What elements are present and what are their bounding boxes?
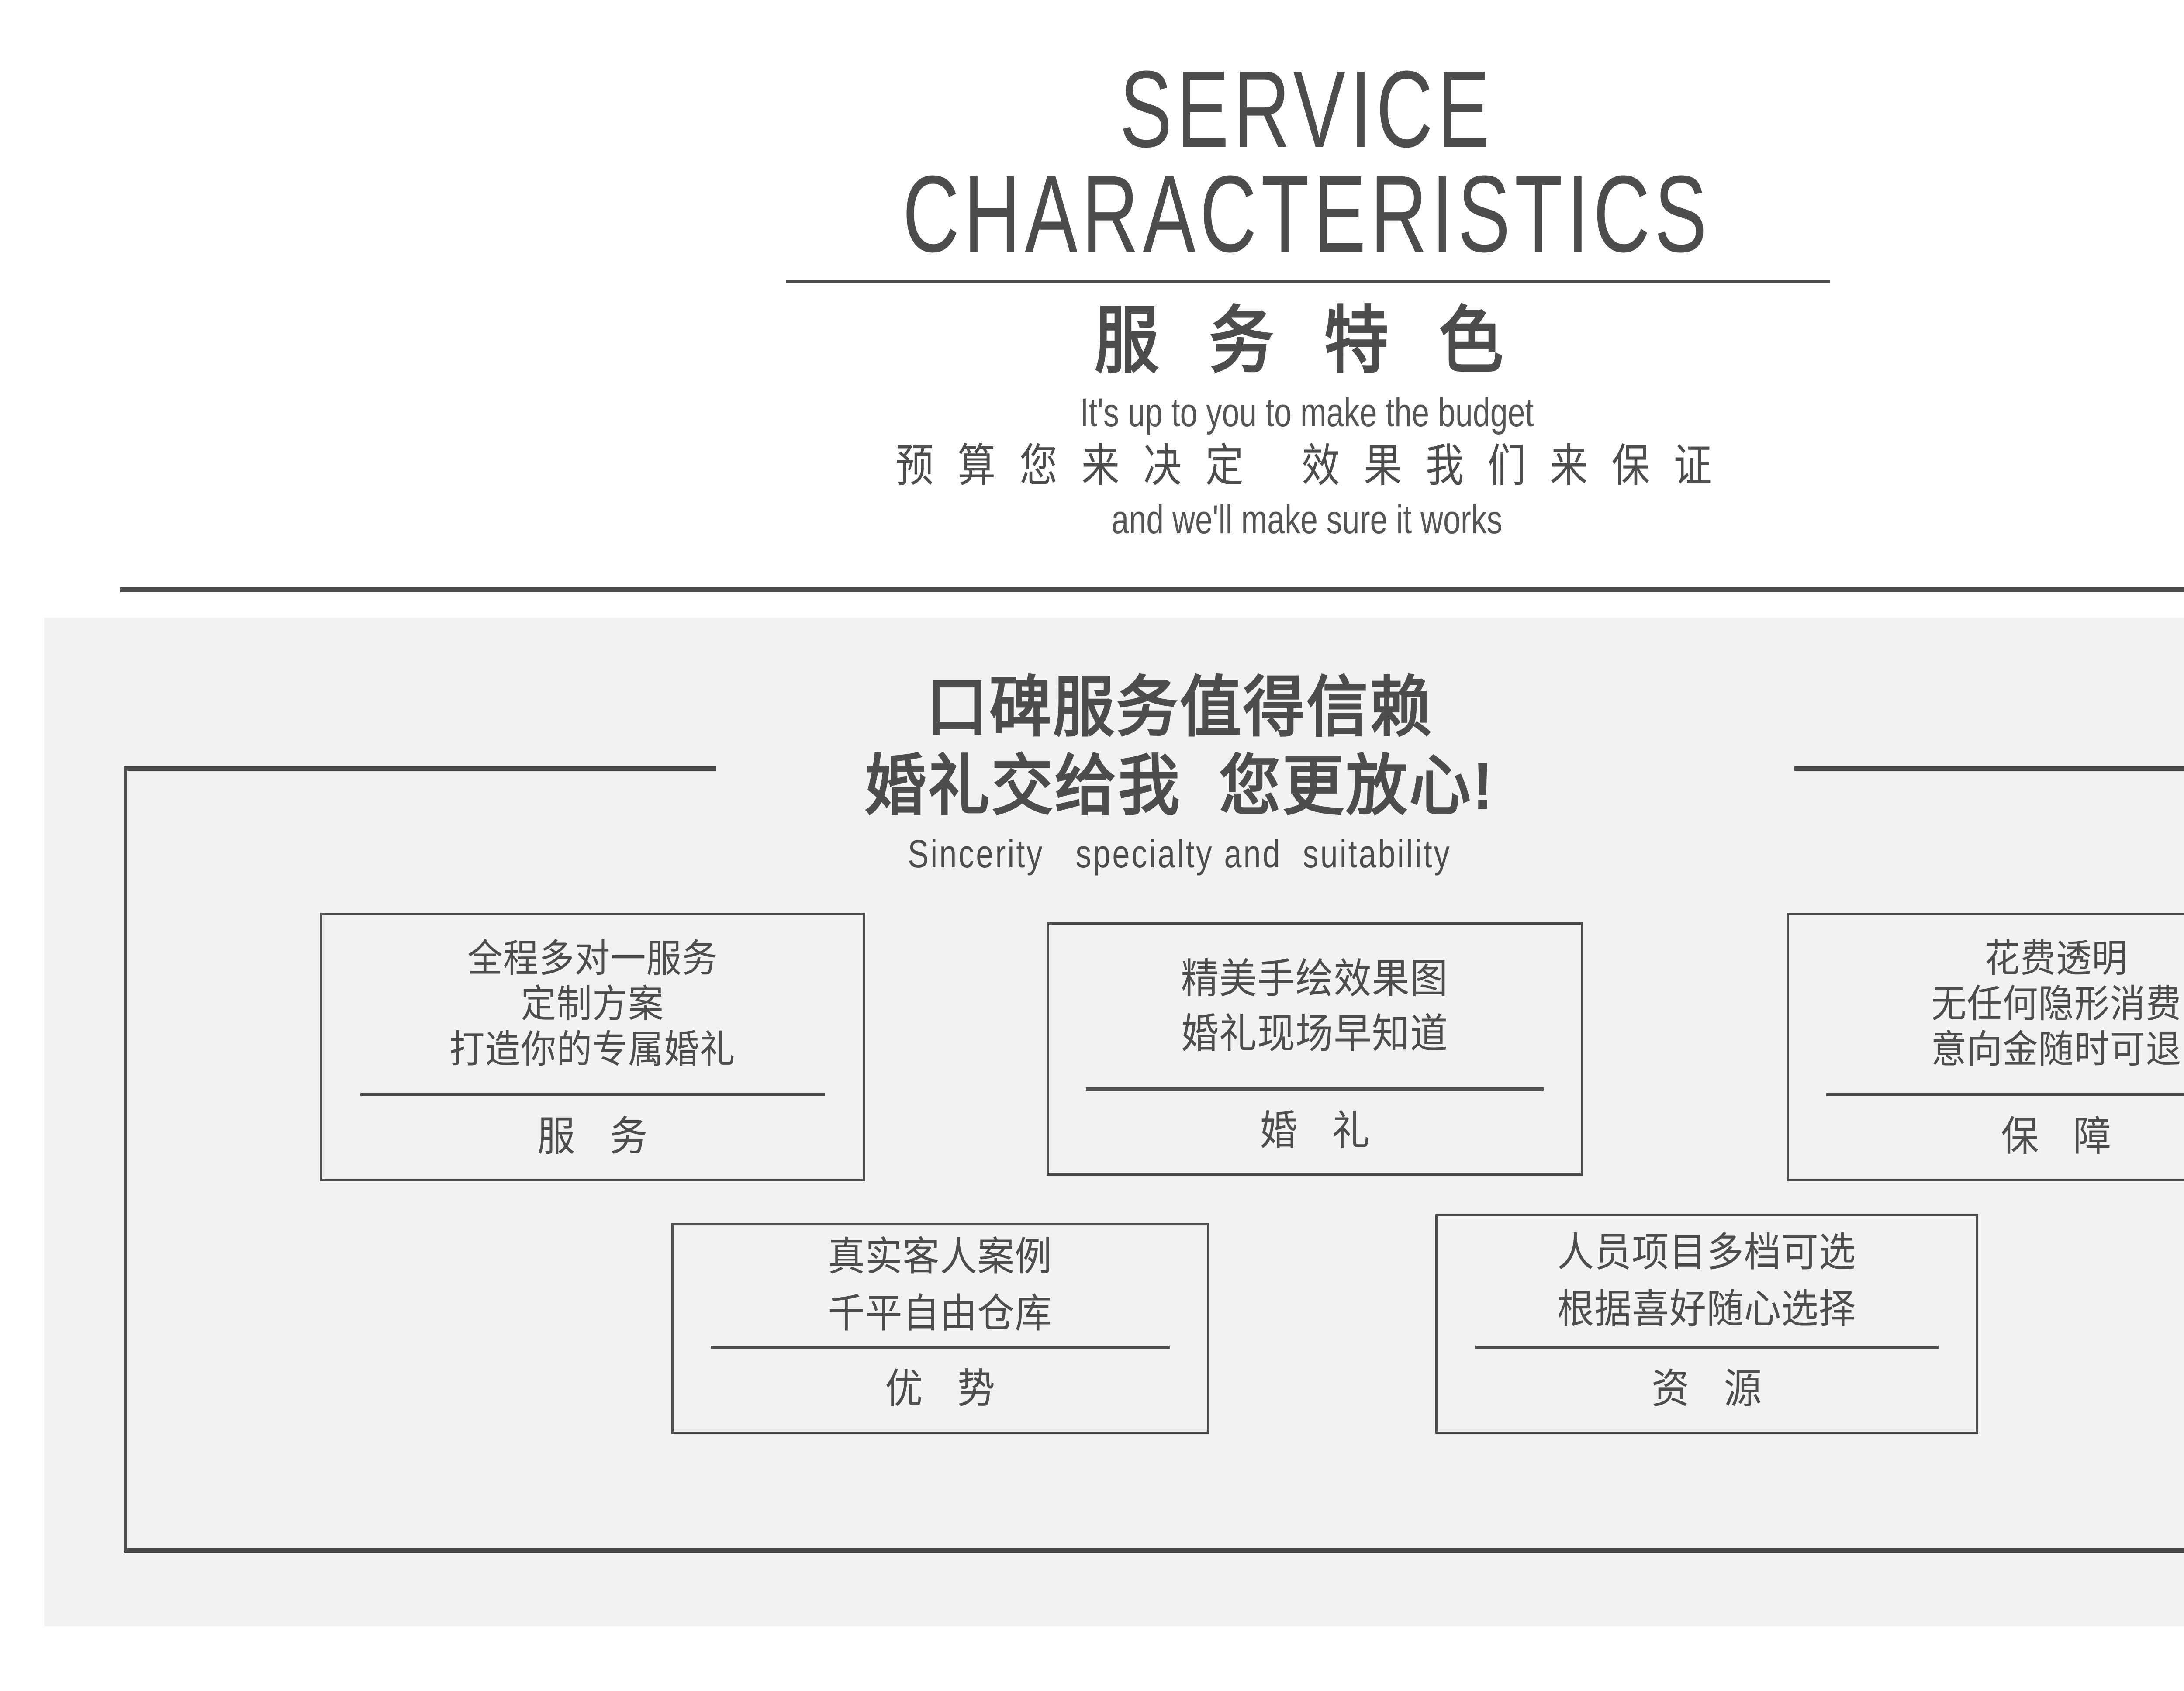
feature-card-text-block: 全程多对一服务 定制方案 打造你的专属婚礼: [322, 915, 863, 1093]
frame-top-left-segment: [124, 766, 716, 771]
frame-left-edge: [124, 766, 127, 1553]
feature-card-tag: 保 障: [2001, 1113, 2124, 1159]
feature-card-tag: 服 务: [537, 1113, 660, 1159]
english-title-line-2: CHARACTERISTICS: [902, 153, 1711, 275]
feature-card-divider: [1475, 1346, 1939, 1349]
page-header: SERVICE CHARACTERISTICS 服 务 特 色 It's up …: [0, 0, 2184, 618]
feature-card-tag: 婚 礼: [1259, 1108, 1382, 1153]
panel-headline-block: 口碑服务值得信赖 婚礼交给我 您更放心! Sincerity specialty…: [44, 668, 2184, 875]
english-title-line-1: SERVICE: [1120, 48, 1494, 170]
frame-top-right-segment: [1794, 766, 2184, 771]
feature-card-line: 千平自由仓库: [828, 1291, 1053, 1336]
feature-card-line: 婚礼现场早知道: [1181, 1010, 1448, 1056]
feature-card-text-block: 花费透明 无任何隐形消费 意向金随时可退: [1789, 915, 2184, 1093]
feature-card-service[interactable]: 全程多对一服务 定制方案 打造你的专属婚礼 服 务: [320, 913, 865, 1181]
feature-card-text-block: 精美手绘效果图 婚礼现场早知道: [1049, 925, 1581, 1087]
feature-card-line: 无任何隐形消费: [1931, 982, 2182, 1025]
feature-card-line: 人员项目多档可选: [1557, 1230, 1856, 1275]
feature-card-line: 真实客人案例: [828, 1235, 1053, 1279]
frame-bottom-edge: [124, 1548, 2184, 1553]
feature-card-divider: [1826, 1093, 2184, 1096]
feature-card-line: 花费透明: [1984, 937, 2128, 980]
feature-card-tag: 资 源: [1652, 1366, 1774, 1411]
feature-card-line: 意向金随时可退: [1931, 1028, 2182, 1071]
feature-card-line: 精美手绘效果图: [1181, 955, 1448, 1001]
feature-card-resource[interactable]: 人员项目多档可选 根据喜好随心选择 资 源: [1435, 1214, 1978, 1434]
feature-card-advantage[interactable]: 真实客人案例 千平自由仓库 优 势: [671, 1223, 1209, 1434]
chinese-title: 服 务 特 色: [1094, 300, 1520, 382]
headline-line-1: 口碑服务值得信赖: [926, 670, 1433, 745]
headline-line-2: 婚礼交给我 您更放心!: [864, 749, 1495, 823]
headline-english: Sincerity specialty and suitability: [908, 832, 1451, 876]
feature-card-line: 定制方案: [521, 982, 664, 1025]
feature-card-line: 打造你的专属婚礼: [449, 1028, 736, 1071]
feature-card-text-block: 人员项目多档可选 根据喜好随心选择: [1438, 1216, 1976, 1346]
feature-card-tag: 优 势: [885, 1366, 1008, 1411]
feature-card-line: 全程多对一服务: [467, 937, 718, 980]
feature-card-divider: [711, 1346, 1170, 1349]
content-panel: [44, 618, 2184, 1626]
header-divider-rule: [120, 587, 2184, 592]
english-subtitle-first: It's up to you to make the budget: [1080, 390, 1534, 435]
title-underline-rule: [786, 280, 1830, 283]
feature-card-divider: [1086, 1087, 1544, 1091]
feature-card-line: 根据喜好随心选择: [1557, 1287, 1856, 1332]
feature-card-guarantee[interactable]: 花费透明 无任何隐形消费 意向金随时可退 保 障: [1787, 913, 2184, 1181]
feature-card-text-block: 真实客人案例 千平自由仓库: [674, 1225, 1207, 1346]
feature-card-wedding[interactable]: 精美手绘效果图 婚礼现场早知道 婚 礼: [1047, 922, 1583, 1176]
feature-card-divider: [360, 1093, 825, 1096]
chinese-subtitle: 预 算 您 来 决 定 效 果 我 们 来 保 证: [895, 441, 1718, 491]
english-title-block: SERVICE CHARACTERISTICS: [0, 48, 2184, 275]
english-subtitle-second: and we'll make sure it works: [1111, 497, 1503, 542]
